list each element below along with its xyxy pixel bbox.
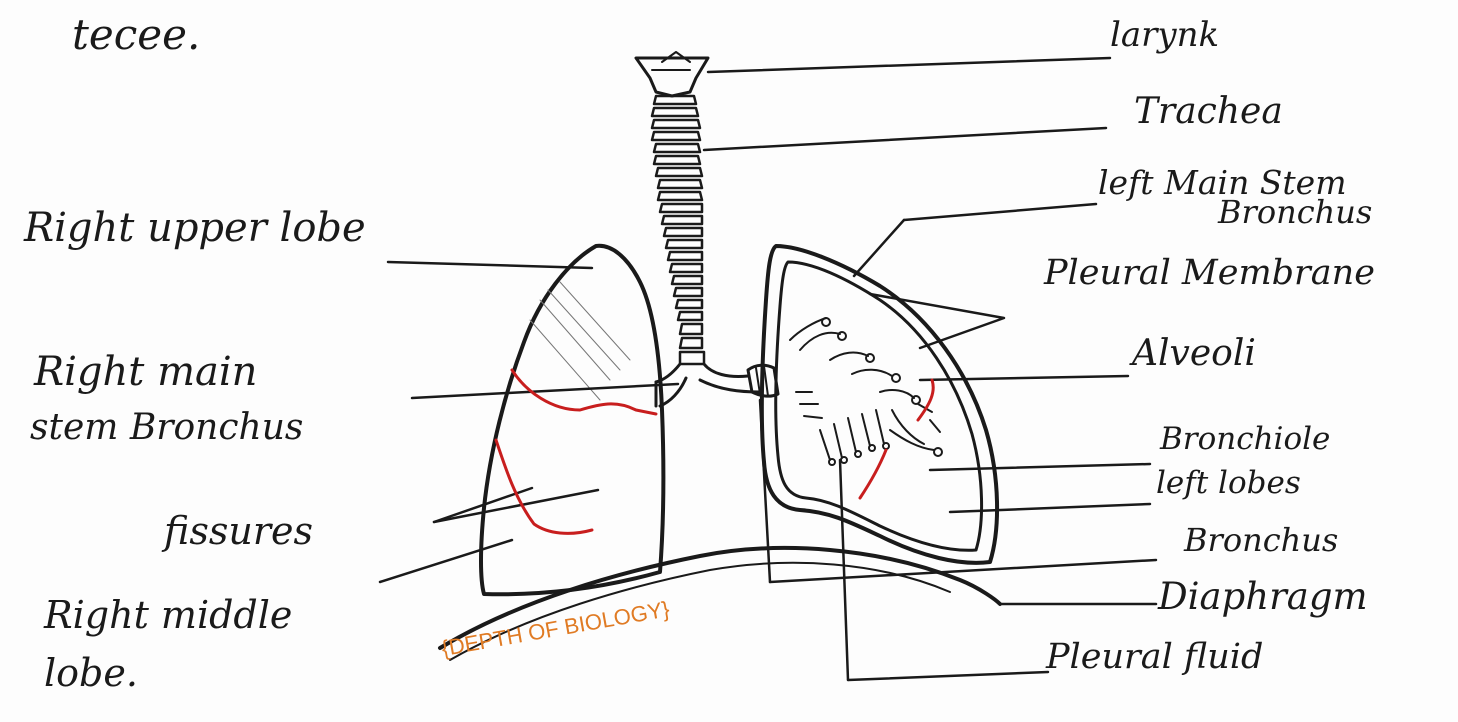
label-right-middle-line1: Right middle	[44, 596, 292, 634]
label-alveoli: Alveoli	[1132, 336, 1256, 372]
label-diaphragm: Diaphragm	[1158, 578, 1368, 615]
label-right-middle-line2: lobe.	[44, 654, 138, 692]
trachea-rings	[652, 96, 704, 364]
label-left-main-stem-line2: Bronchus	[1218, 196, 1372, 228]
label-right-upper-lobe: Right upper lobe	[24, 208, 366, 248]
label-bronchus: Bronchus	[1184, 524, 1338, 556]
leader-lines-right	[704, 58, 1156, 680]
left-lung-outline	[762, 246, 997, 563]
header-fragment: tecee.	[72, 14, 200, 56]
label-left-lobes: left lobes	[1156, 468, 1301, 499]
label-fissures: fissures	[164, 512, 313, 550]
fissure-lines	[496, 370, 933, 533]
label-pleural-membrane: Pleural Membrane	[1044, 256, 1375, 291]
label-right-main-stem-line2: stem Bronchus	[30, 410, 303, 446]
label-trachea: Trachea	[1134, 94, 1283, 130]
label-right-main-stem-line1: Right main	[34, 352, 257, 392]
larynx-shape	[636, 52, 708, 96]
label-bronchiole: Bronchiole	[1160, 424, 1330, 455]
label-pleural-fluid: Pleural fluid	[1046, 640, 1263, 675]
label-larynx: larynk	[1110, 18, 1219, 52]
leader-lines-left	[380, 262, 678, 582]
left-lung-bronchioles	[790, 318, 942, 465]
